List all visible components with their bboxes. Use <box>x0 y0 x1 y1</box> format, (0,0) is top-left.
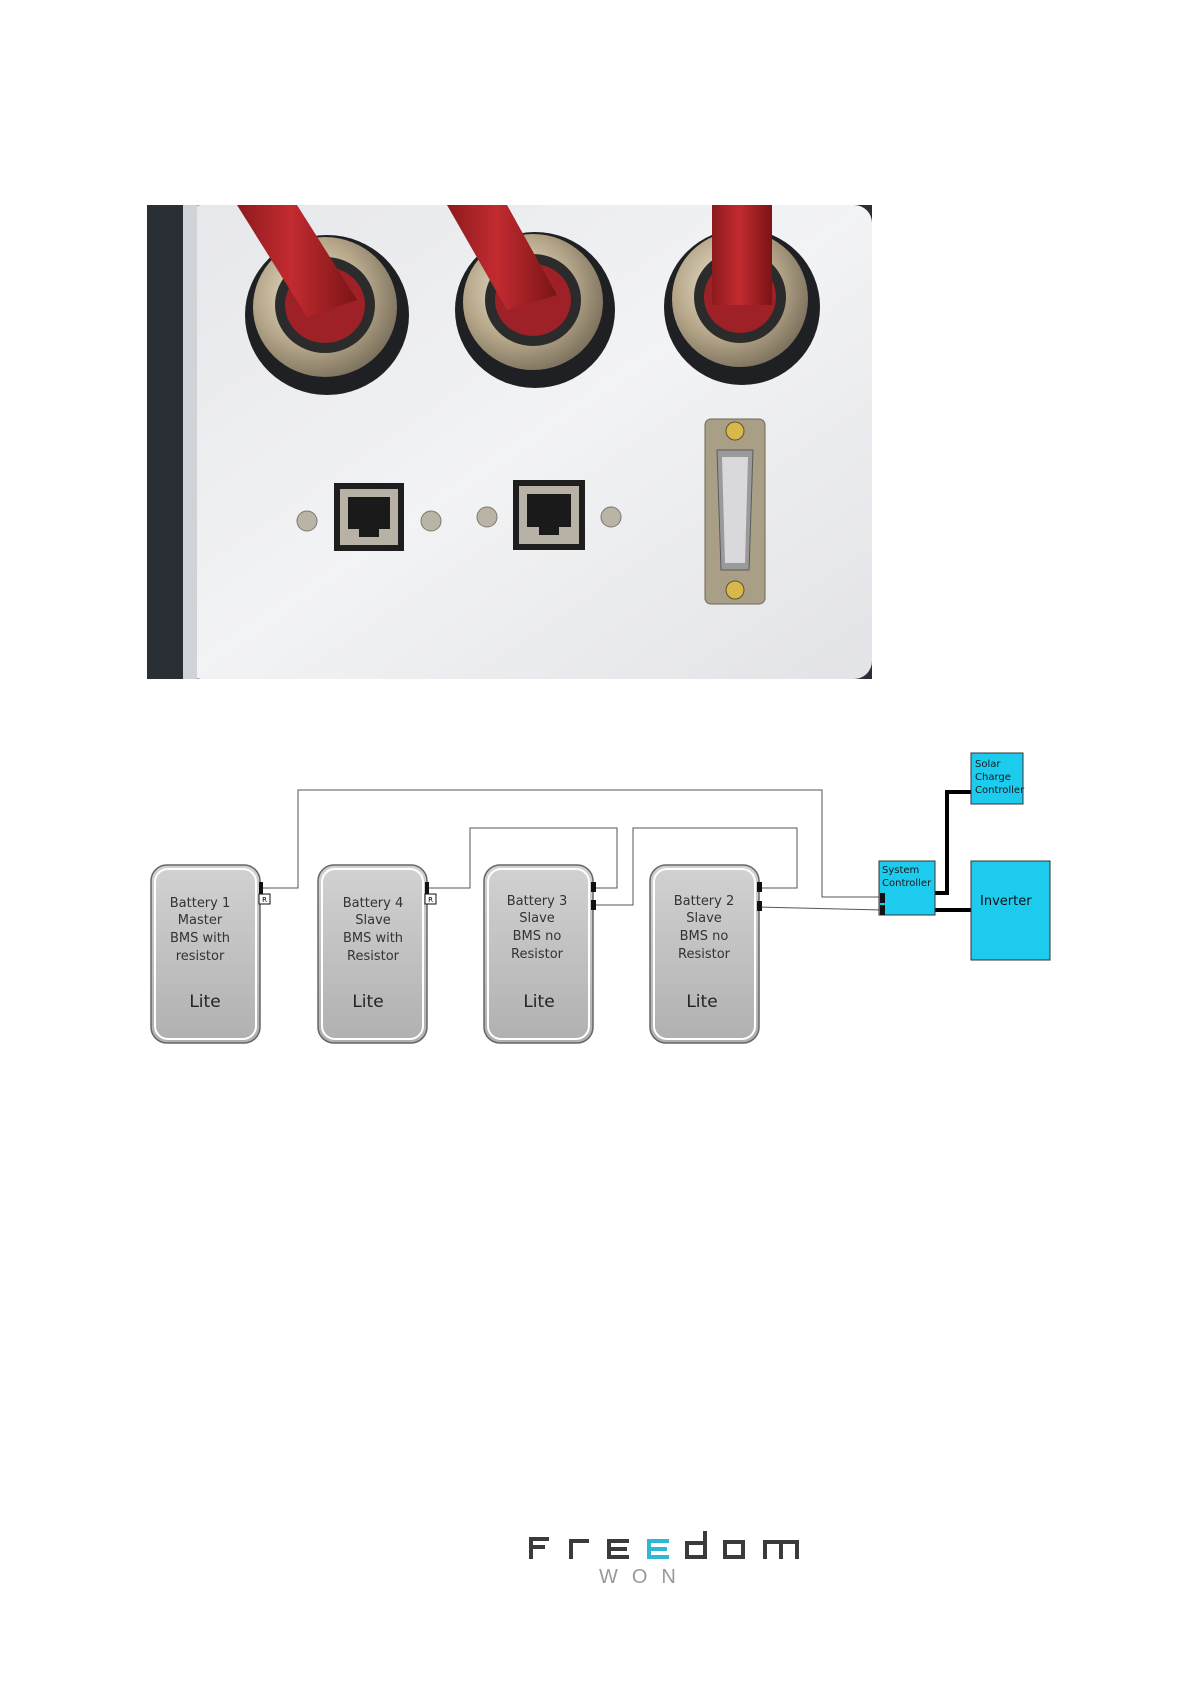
battery-1: Battery 1 Master BMS with resistor Lite … <box>151 865 270 1043</box>
battery-4-line-1: Battery 4 <box>343 896 404 911</box>
battery-1-line-1: Battery 1 <box>170 896 231 911</box>
db15-connector <box>705 419 765 604</box>
solar-line-2: Charge <box>975 772 1011 783</box>
system-controller-port-b <box>880 905 885 915</box>
battery-2-line-1: Battery 2 <box>674 894 735 909</box>
battery-3-line-4: Resistor <box>511 947 564 962</box>
battery-2-port-b <box>757 901 762 911</box>
battery-2-brand: Lite <box>686 992 717 1012</box>
inverter: Inverter <box>971 861 1050 960</box>
battery-2-line-3: BMS no <box>680 929 729 944</box>
system-controller: System Controller <box>879 861 935 915</box>
battery-3-port-b <box>591 900 596 910</box>
solar-line-1: Solar <box>975 759 1001 770</box>
battery-2-line-2: Slave <box>686 911 722 926</box>
system-controller-line-1: System <box>882 865 919 876</box>
solar-line-3: Controller <box>975 785 1025 796</box>
system-controller-port-a <box>880 893 885 903</box>
battery-2: Battery 2 Slave BMS no Resistor Lite <box>650 865 762 1043</box>
battery-4-brand: Lite <box>352 992 383 1012</box>
battery-4-line-4: Resistor <box>347 949 400 964</box>
battery-3-line-1: Battery 3 <box>507 894 568 909</box>
battery-1-brand: Lite <box>189 992 220 1012</box>
battery-1-line-4: resistor <box>176 949 225 964</box>
battery-4: Battery 4 Slave BMS with Resistor Lite R <box>318 865 436 1043</box>
freedom-won-logo: WON <box>505 1505 825 1615</box>
battery-4-line-2: Slave <box>355 913 391 928</box>
battery-1-resistor-label: R <box>262 896 267 904</box>
battery-3-line-3: BMS no <box>513 929 562 944</box>
power-wires <box>935 792 971 910</box>
inverter-label: Inverter <box>980 894 1032 909</box>
system-controller-line-2: Controller <box>882 878 932 889</box>
battery-4-resistor-label: R <box>428 896 433 904</box>
battery-3-port-a <box>591 882 596 892</box>
battery-wiring-diagram: Battery 1 Master BMS with resistor Lite … <box>0 735 1193 1055</box>
battery-3-line-2: Slave <box>519 911 555 926</box>
battery-1-line-3: BMS with <box>170 931 230 946</box>
connector-panel-photo <box>147 205 872 679</box>
battery-2-line-4: Resistor <box>678 947 731 962</box>
logo-subtitle: WON <box>599 1566 690 1588</box>
solar-charge-controller: Solar Charge Controller <box>971 753 1025 804</box>
battery-3-brand: Lite <box>523 992 554 1012</box>
battery-3: Battery 3 Slave BMS no Resistor Lite <box>484 865 596 1043</box>
battery-4-line-3: BMS with <box>343 931 403 946</box>
battery-2-port-a <box>757 882 762 892</box>
battery-1-line-2: Master <box>178 913 223 928</box>
